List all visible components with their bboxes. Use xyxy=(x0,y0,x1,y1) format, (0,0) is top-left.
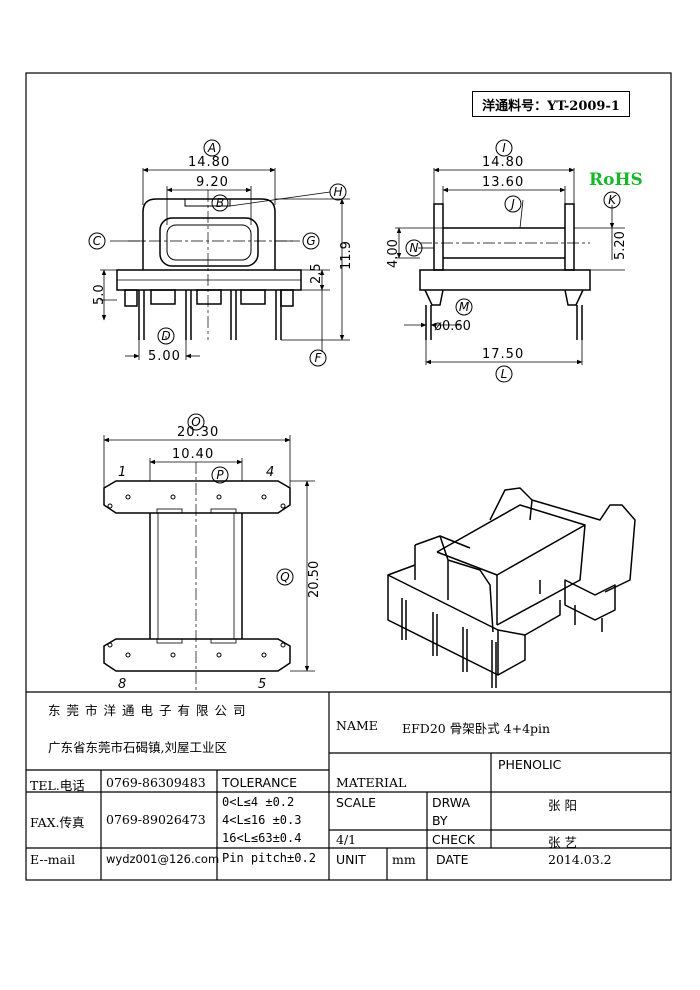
pin-label-1: 1 xyxy=(118,465,126,480)
email-value: wydz001@126.com xyxy=(106,852,220,866)
callout-c: C xyxy=(88,232,106,250)
part-number: 洋通料号：YT-2009-1 xyxy=(482,98,620,114)
dim-q-value: 20.50 xyxy=(307,561,322,598)
svg-text:N: N xyxy=(410,241,419,255)
callout-n: N xyxy=(405,239,423,257)
dim-c-value: 5.0 xyxy=(92,284,107,305)
svg-text:F: F xyxy=(315,351,323,365)
tolerance-row-1: 0<L≤4 ±0.2 xyxy=(222,795,295,809)
scale-label: SCALE xyxy=(336,795,377,810)
callout-b: B xyxy=(211,194,229,212)
dim-n-value: 4.00 xyxy=(386,239,401,268)
draw-label: DRWA xyxy=(432,795,471,810)
dim-j-value: 13.60 xyxy=(482,175,524,190)
svg-text:J: J xyxy=(509,197,515,211)
svg-text:B: B xyxy=(216,196,224,210)
unit-value: mm xyxy=(392,852,416,867)
bottom-dims xyxy=(103,435,315,672)
svg-text:O: O xyxy=(191,415,200,429)
tolerance-row-4: Pin pitch±0.2 xyxy=(222,851,316,865)
fax-label: FAX.传真 xyxy=(30,815,85,830)
scale-value: 4/1 xyxy=(336,832,357,847)
callouts: A B C D F G H I J K L M N O P Q xyxy=(88,139,621,586)
dim-m-value: 0.60 xyxy=(442,319,471,334)
svg-text:L: L xyxy=(501,367,508,381)
callout-m: M xyxy=(455,298,473,316)
svg-text:K: K xyxy=(608,193,617,207)
tel-label: TEL.电话 xyxy=(30,778,85,793)
check-label: CHECK xyxy=(432,832,475,847)
draw-label-by: BY xyxy=(432,813,448,828)
pin-label-5: 5 xyxy=(258,677,266,692)
name-value: EFD20 骨架卧式 4+4pin xyxy=(402,721,551,736)
company-name: 东莞市洋通电子有限公司 xyxy=(48,703,252,718)
callout-k: K xyxy=(603,191,621,209)
svg-text:C: C xyxy=(93,234,102,248)
dim-a-value: 14.80 xyxy=(188,155,230,170)
sheet-border xyxy=(25,72,672,881)
rohs-mark: RoHS xyxy=(589,170,643,190)
svg-text:P: P xyxy=(216,468,224,482)
tolerance-label: TOLERANCE xyxy=(222,775,298,790)
dim-g-value: 2.5 xyxy=(309,263,324,284)
bottom-pin-holes xyxy=(107,494,286,658)
pin-label-8: 8 xyxy=(118,677,126,692)
dim-p-value: 10.40 xyxy=(172,447,214,462)
company-address: 广东省东莞市石碣镇,刘屋工业区 xyxy=(48,740,227,755)
callout-a: A xyxy=(203,139,221,157)
callout-g: G xyxy=(302,232,320,250)
phi-symbol: ø xyxy=(434,319,442,334)
side-dim-text: 14.80 13.60 4.00 5.20 0.60 ø 17.50 xyxy=(386,155,628,362)
dim-k-value: 5.20 xyxy=(613,231,628,260)
callout-h: H xyxy=(329,183,347,201)
date-value: 2014.03.2 xyxy=(548,852,612,867)
dim-h-value: 11.9 xyxy=(339,241,354,270)
material-value: PHENOLIC xyxy=(498,757,562,772)
svg-text:H: H xyxy=(333,185,342,199)
svg-text:A: A xyxy=(207,141,216,155)
dim-d-value: 5.00 xyxy=(148,349,181,364)
tolerance-row-2: 4<L≤16 ±0.3 xyxy=(222,813,302,827)
pin-label-4: 4 xyxy=(266,465,274,480)
callout-d: D xyxy=(157,327,175,345)
part-number-box: 洋通料号：YT-2009-1 xyxy=(472,91,630,117)
callout-l: L xyxy=(495,365,513,383)
front-dims xyxy=(100,167,350,360)
callout-p: P xyxy=(211,466,229,484)
svg-text:M: M xyxy=(459,300,470,314)
tolerance-row-3: 16<L≤63±0.4 xyxy=(222,831,302,845)
callout-j: J xyxy=(504,195,522,213)
callout-o: O xyxy=(187,413,205,431)
callout-q: Q xyxy=(276,568,294,586)
email-label: E--mail xyxy=(30,852,76,867)
dim-b-value: 9.20 xyxy=(196,175,229,190)
isometric-view xyxy=(387,487,636,688)
dim-l-value: 17.50 xyxy=(482,347,524,362)
front-dim-text: 14.80 9.20 5.00 11.9 2.5 5.0 xyxy=(92,155,354,364)
fax-value: 0769-89026473 xyxy=(106,812,206,827)
dim-i-value: 14.80 xyxy=(482,155,524,170)
front-view xyxy=(116,190,302,340)
material-label: MATERIAL xyxy=(336,775,407,790)
side-view xyxy=(419,203,591,340)
callout-i: I xyxy=(495,139,513,157)
tel-value: 0769-86309483 xyxy=(106,775,206,790)
svg-text:Q: Q xyxy=(280,570,289,584)
title-block-grid xyxy=(26,691,671,880)
check-value: 张 艺 xyxy=(548,835,577,850)
bottom-dim-text: 20.30 10.40 20.50 1 4 8 5 xyxy=(118,425,322,692)
svg-text:G: G xyxy=(306,234,315,248)
svg-text:I: I xyxy=(502,141,506,155)
bottom-view xyxy=(103,462,291,690)
date-label: DATE xyxy=(436,852,469,867)
callout-f: F xyxy=(309,349,327,367)
draw-value: 张 阳 xyxy=(548,798,577,813)
side-dims xyxy=(395,167,625,365)
svg-text:D: D xyxy=(161,329,170,343)
name-label: NAME xyxy=(336,718,378,733)
unit-label: UNIT xyxy=(336,852,366,867)
dim-o-value: 20.30 xyxy=(177,425,219,440)
